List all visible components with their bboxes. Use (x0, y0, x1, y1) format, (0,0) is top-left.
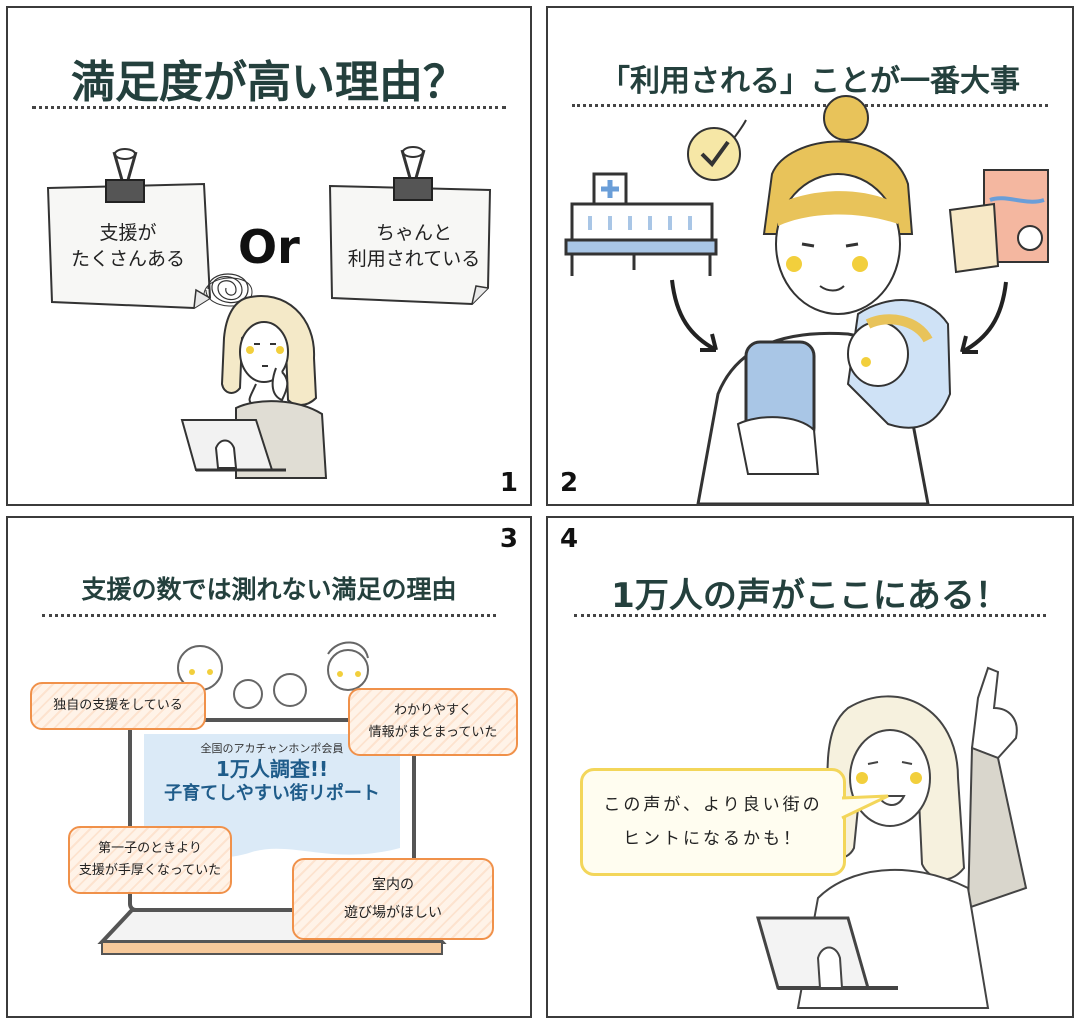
family-illustration (177, 641, 369, 709)
speech-bubble: この声が、より良い街の ヒントになるかも！ (580, 768, 846, 876)
dotted-divider (574, 614, 1046, 617)
thinking-woman-illustration (180, 295, 328, 479)
note-right-line: 利用されている (347, 248, 481, 270)
panel-1-title: 満足度が高い理由？ (71, 57, 467, 108)
panel-4: 4 1万人の声がここにある！ この声が、より良い街の ヒントになるかも！ (546, 516, 1074, 1018)
binder-clip-icon (393, 146, 433, 201)
panel-number: 1 (499, 468, 518, 498)
speech-bubble: わかりやすく 情報がまとまっていた (348, 688, 518, 756)
panel-3-title: 支援の数では測れない満足の理由 (81, 575, 457, 604)
panel-3: 3 支援の数では測れない満足の理由 全国のアカチャンホンポ会員 1万人調査!! … (6, 516, 532, 1018)
confusion-scribble-icon (203, 273, 253, 307)
bubble-line: 情報がまとまっていた (368, 725, 498, 740)
bubble-tail (841, 794, 889, 820)
arrow-icon (960, 281, 1008, 354)
paper-note-left (46, 182, 212, 310)
panel-1: 満足度が高い理由？ 支援が たくさんある ちゃんと 利用されている Or (6, 6, 532, 506)
note-left-line: 支援が (99, 222, 157, 244)
note-right-text: ちゃんと 利用されている (334, 220, 494, 272)
speech-bubble: 独自の支援をしている (30, 682, 206, 730)
panel-4-title: 1万人の声がここにある！ (611, 576, 1009, 616)
bubble-line: 遊び場がほしい (344, 905, 442, 921)
speech-bubble: 室内の 遊び場がほしい (292, 858, 494, 940)
binder-clip-icon (105, 148, 145, 203)
bubble-line: この声が、より良い街の (603, 795, 823, 815)
screen-subtitle: 全国のアカチャンホンポ会員 (200, 742, 344, 755)
arrow-icon (670, 279, 718, 352)
panel-number: 2 (560, 468, 579, 498)
screen-title-2: 子育てしやすい街リポート (164, 783, 380, 804)
bubble-line: わかりやすく (393, 703, 472, 718)
pointing-woman-illustration (756, 666, 1028, 1009)
bubble-line: 独自の支援をしている (53, 698, 183, 713)
speech-bubble: 第一子のときより 支援が手厚くなっていた (68, 826, 232, 894)
dotted-divider (42, 614, 496, 617)
screen-title-1: 1万人調査!! (215, 757, 329, 781)
bubble-line: 支援が手厚くなっていた (78, 863, 222, 878)
note-left-line: たくさんある (70, 248, 185, 270)
bubble-line: 第一子のときより (98, 841, 202, 856)
note-right-line: ちゃんと (375, 222, 452, 244)
check-icon (687, 119, 747, 181)
hospital-icon (564, 172, 718, 276)
dotted-divider (32, 106, 506, 109)
report-screen: 全国のアカチャンホンポ会員 1万人調査!! 子育てしやすい街リポート (144, 740, 400, 806)
panel-2-title: 「利用される」ことが一番大事 (600, 64, 1020, 99)
bubble-line: ヒントになるかも！ (622, 829, 803, 849)
panel-number: 4 (560, 524, 579, 554)
note-left-text: 支援が たくさんある (48, 220, 208, 272)
panel-2: 「利用される」ことが一番大事 (546, 6, 1074, 506)
dotted-divider (572, 104, 1048, 107)
mother-with-baby-illustration (696, 95, 952, 504)
diaper-pack-icon (948, 169, 1049, 274)
panel-number: 3 (499, 524, 518, 554)
paper-note-right (328, 184, 492, 306)
or-label: Or (238, 220, 300, 274)
bubble-line: 室内の (372, 877, 414, 893)
